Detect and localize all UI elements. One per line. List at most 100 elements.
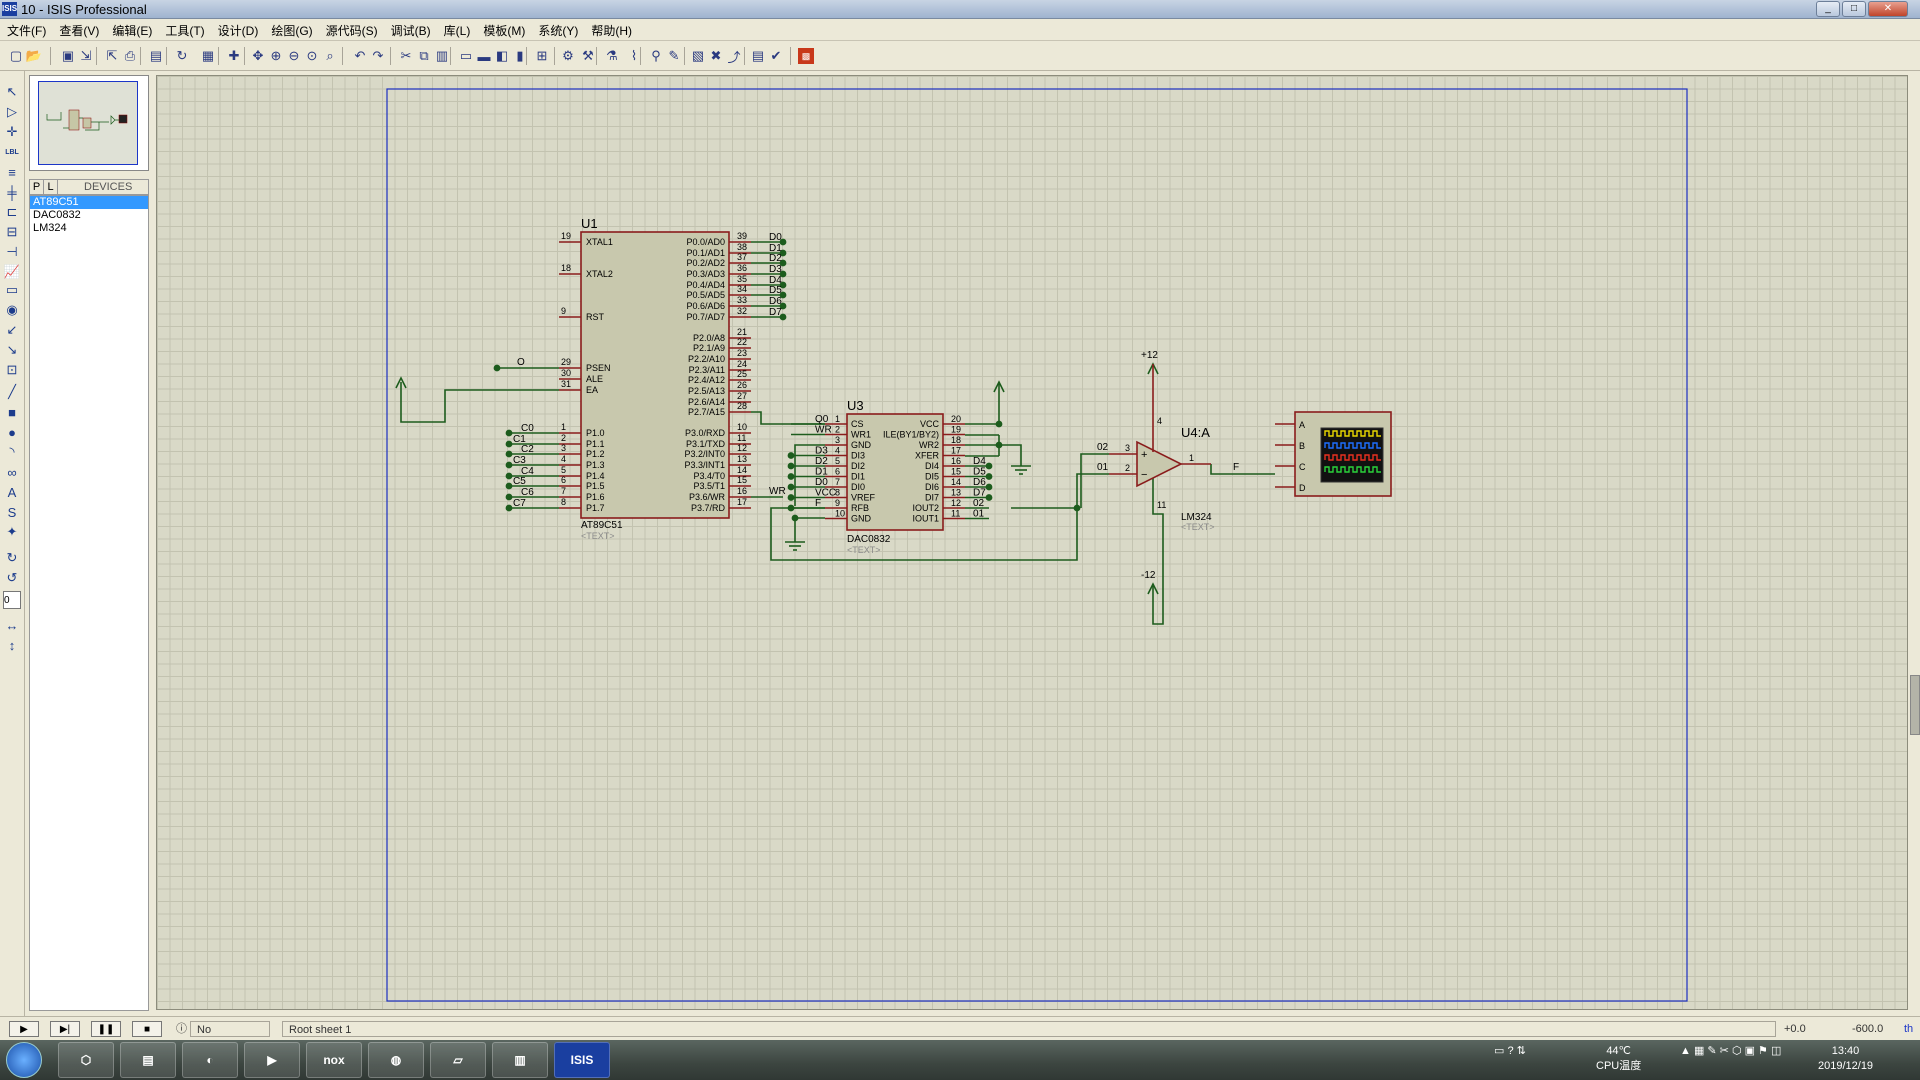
menu-library[interactable]: 库(L) [443,24,471,38]
close-button[interactable]: ✕ [1868,1,1908,17]
text-script-icon[interactable]: ≡ [8,164,16,180]
netlist-ares-icon[interactable]: ▩ [798,48,814,64]
make-device-icon[interactable]: ⚙ [562,48,574,63]
rotate-ccw-icon[interactable]: ↺ [6,570,18,585]
media-icon[interactable]: ▶ [244,1042,300,1078]
origin-icon[interactable]: ✚ [228,48,240,63]
selection-icon[interactable]: ↖ [6,84,18,99]
current-probe-icon[interactable]: ↘ [6,342,18,357]
zoom-out-icon[interactable]: ⊖ [288,48,300,63]
new-sheet-icon[interactable]: ▧ [691,48,705,63]
marker-icon[interactable]: ✦ [6,524,18,539]
maximize-button[interactable]: □ [1842,1,1866,17]
stop-button[interactable]: ■ [132,1021,162,1037]
menu-source[interactable]: 源代码(S) [325,24,378,38]
refresh-icon[interactable]: ↻ [176,48,188,63]
menu-tools[interactable]: 工具(T) [165,24,205,38]
menu-template[interactable]: 模板(M) [483,24,526,38]
exit-to-parent-icon[interactable]: ⤴ [727,49,741,65]
zoom-all-icon[interactable]: ⊙ [306,48,318,63]
menu-edit[interactable]: 编辑(E) [112,24,153,38]
menu-design[interactable]: 设计(D) [217,24,259,38]
symbol-icon[interactable]: S [7,504,17,520]
new-icon[interactable]: ▢ [9,48,23,63]
block-move-icon[interactable]: ▬ [477,48,491,64]
overview-window[interactable] [29,75,149,171]
terminals-icon[interactable]: ⊟ [6,224,18,239]
flip-h-icon[interactable]: ↔ [5,617,19,633]
menu-file[interactable]: 文件(F) [7,24,47,38]
remove-sheet-icon[interactable]: ✖ [710,48,722,63]
search-tag-icon[interactable]: ⚲ [651,48,661,63]
grid-icon[interactable]: ▦ [201,48,215,63]
library-manager-tab[interactable]: L [44,180,58,194]
decompose-icon[interactable]: ⚗ [606,48,618,63]
pick-device-icon[interactable]: ⊞ [536,48,548,63]
keil-icon[interactable]: ▥ [492,1042,548,1078]
game-icon[interactable]: ◍ [368,1042,424,1078]
tray-app-icons[interactable]: ▲ ▦ ✎ ✂ ⬡ ▣ ⚑ ◫ [1680,1045,1782,1057]
cut-icon[interactable]: ✂ [400,48,412,63]
nox-icon[interactable]: nox [306,1042,362,1078]
voltage-probe-icon[interactable]: ↙ [6,322,18,337]
menu-view[interactable]: 查看(V) [59,24,100,38]
subcircuit-icon[interactable]: ⊏ [6,204,18,219]
menu-system[interactable]: 系统(Y) [538,24,579,38]
graph-icon[interactable]: 📈 [3,264,21,279]
pause-button[interactable]: ❚❚ [91,1021,121,1037]
arc-icon[interactable]: ◝ [9,444,15,459]
menu-help[interactable]: 帮助(H) [591,24,632,38]
device-pins-icon[interactable]: ⊣ [6,244,18,259]
menu-graph[interactable]: 绘图(G) [271,24,313,38]
wire-label-icon[interactable]: LBL [5,148,19,156]
junction-icon[interactable]: ✛ [6,124,18,139]
component-icon[interactable]: ▷ [7,104,17,119]
rotate-cw-icon[interactable]: ↻ [6,550,18,565]
menu-debug[interactable]: 调试(B) [390,24,431,38]
path-icon[interactable]: ∞ [7,464,17,480]
property-assign-icon[interactable]: ✎ [668,48,680,63]
angle-input[interactable]: 0 [3,591,21,609]
windows-start-icon[interactable] [6,1042,42,1078]
bus-icon[interactable]: ╪ [7,184,17,200]
redo-icon[interactable]: ↷ [372,48,384,63]
print-icon[interactable]: ⎙ [124,48,136,63]
explorer-icon[interactable]: ▤ [120,1042,176,1078]
generator-icon[interactable]: ◉ [6,302,18,317]
play-button[interactable]: ▶ [9,1021,39,1037]
flip-v-icon[interactable]: ↕ [8,637,16,653]
block-rotate-icon[interactable]: ◧ [495,48,509,63]
pick-devices-tab[interactable]: P [30,180,44,194]
minimize-button[interactable]: _ [1816,1,1840,17]
scroll-thumb[interactable] [1910,675,1920,735]
notes-icon[interactable]: ▱ [430,1042,486,1078]
block-copy-icon[interactable]: ▭ [459,48,473,63]
virtualbox-icon[interactable]: ⬡ [58,1042,114,1078]
wire-autorouter-icon[interactable]: ⌇ [630,48,638,63]
messages-status[interactable]: No Messages [190,1021,270,1052]
tray-icons[interactable]: ▭ ? ⇅ [1494,1045,1526,1057]
device-item-at89c51[interactable]: AT89C51 [30,196,148,209]
undo-icon[interactable]: ↶ [354,48,366,63]
export-icon[interactable]: ⇱ [106,48,118,63]
virtual-instruments-icon[interactable]: ⊡ [6,362,18,377]
bom-icon[interactable]: ▤ [751,48,765,63]
device-item-dac0832[interactable]: DAC0832 [33,209,81,221]
line-icon[interactable]: ╱ [8,384,16,399]
pan-icon[interactable]: ✥ [252,48,264,63]
save-icon[interactable]: ▣ [61,48,75,63]
vertical-scrollbar[interactable] [1910,75,1920,1010]
import-icon[interactable]: ⇲ [80,48,92,63]
print-setup-icon[interactable]: ▤ [149,48,163,63]
step-button[interactable]: ▶| [50,1021,80,1037]
zoom-in-icon[interactable]: ⊕ [270,48,282,63]
block-delete-icon[interactable]: ▮ [516,48,524,63]
zoom-area-icon[interactable]: ⌕ [326,48,334,63]
packaging-tool-icon[interactable]: ⚒ [582,48,594,63]
isis-icon[interactable]: ISIS [554,1042,610,1078]
circle-icon[interactable]: ● [8,424,16,440]
open-icon[interactable]: 📂 [25,48,43,63]
paste-icon[interactable]: ▥ [435,48,449,63]
